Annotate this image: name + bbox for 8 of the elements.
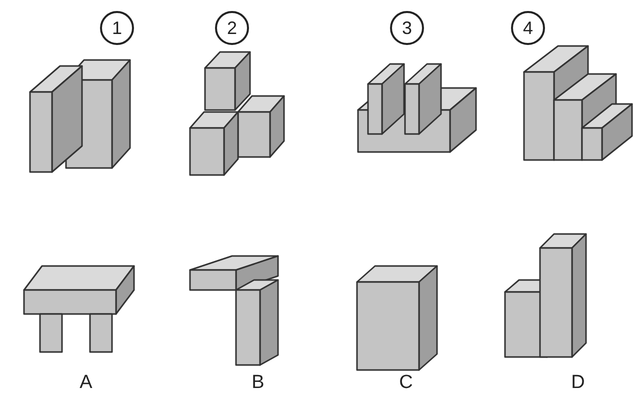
number-circle: 2 [215,11,249,45]
option-letter: B [252,372,264,394]
option-letter: C [399,372,413,394]
number-circle: 1 [100,11,134,45]
number-circle: 3 [390,11,424,45]
option-letter: D [571,372,585,394]
number-circle: 4 [511,11,545,45]
option-letter: A [80,372,92,394]
